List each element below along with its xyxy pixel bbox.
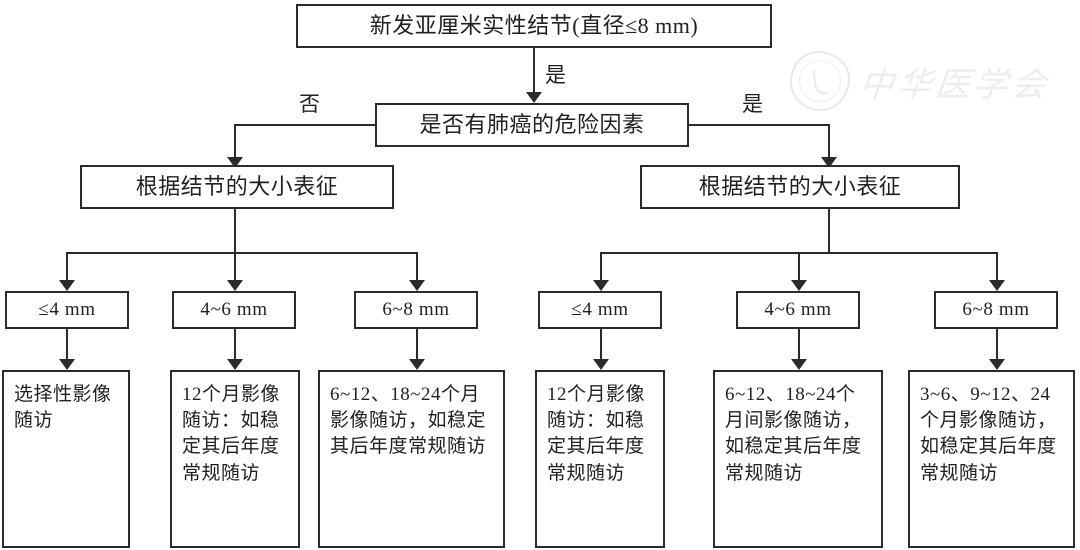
connector-size-to-leaf-2 bbox=[234, 329, 236, 362]
chinese-medical-association-watermark: 中华医学会 bbox=[790, 48, 1080, 114]
node-size-right-4to6mm: 4~6 mm bbox=[736, 291, 860, 329]
arrowhead-right-size-3 bbox=[989, 280, 1005, 291]
seal-icon bbox=[790, 51, 850, 111]
node-size-left-4to6mm: 4~6 mm bbox=[172, 291, 296, 329]
size-label: ≤4 mm bbox=[571, 298, 629, 320]
arrowhead-title-to-decision bbox=[526, 92, 542, 103]
edge-label-top-yes: 是 bbox=[545, 63, 566, 87]
size-label: 6~8 mm bbox=[962, 298, 1030, 320]
connector-right-drop-2 bbox=[798, 252, 800, 283]
arrowhead-right-size-1 bbox=[593, 280, 609, 291]
watermark-text: 中华医学会 bbox=[857, 66, 1052, 104]
connector-left-branch-stem bbox=[234, 209, 236, 253]
followup-text: 12个月影像随访：如稳定其后年度常规随访 bbox=[547, 384, 646, 484]
arrowhead-leaf-5 bbox=[791, 359, 807, 370]
followup-text: 12个月影像随访：如稳定其后年度常规随访 bbox=[182, 384, 281, 484]
node-lung-cancer-risk-factor-decision: 是否有肺癌的危险因素 bbox=[375, 103, 689, 147]
node-right-size-assessment: 根据结节的大小表征 bbox=[640, 165, 960, 209]
arrowhead-leaf-6 bbox=[989, 359, 1005, 370]
connector-left-drop-1 bbox=[66, 252, 68, 283]
node-size-left-6to8mm: 6~8 mm bbox=[354, 291, 478, 329]
node-followup-right-le4mm: 12个月影像随访：如稳定其后年度常规随访 bbox=[535, 370, 665, 548]
arrowhead-leaf-1 bbox=[59, 359, 75, 370]
node-followup-left-6to8mm: 6~12、18~24个月影像随访，如稳定其后年度常规随访 bbox=[318, 370, 505, 548]
node-title-text: 新发亚厘米实性结节(直径≤8 mm) bbox=[369, 12, 699, 38]
connector-decision-left-vertical bbox=[234, 124, 236, 160]
connector-size-to-leaf-3 bbox=[416, 329, 418, 362]
followup-text: 3~6、9~12、24个月影像随访，如稳定其后年度常规随访 bbox=[920, 384, 1057, 484]
followup-text: 选择性影像随访 bbox=[14, 384, 112, 432]
left-branch-text: 根据结节的大小表征 bbox=[135, 173, 339, 199]
size-label: 4~6 mm bbox=[764, 298, 832, 320]
node-size-right-6to8mm: 6~8 mm bbox=[934, 291, 1058, 329]
edge-label-right-yes: 是 bbox=[742, 92, 763, 116]
connector-size-to-leaf-4 bbox=[600, 329, 602, 362]
arrowhead-leaf-3 bbox=[409, 359, 425, 370]
arrowhead-leaf-4 bbox=[593, 359, 609, 370]
node-followup-right-4to6mm: 6~12、18~24个月间影像随访，如稳定其后年度常规随访 bbox=[713, 370, 883, 548]
arrowhead-left-branch bbox=[227, 157, 243, 168]
arrowhead-left-size-1 bbox=[59, 280, 75, 291]
right-branch-text: 根据结节的大小表征 bbox=[698, 173, 902, 199]
connector-size-to-leaf-5 bbox=[798, 329, 800, 362]
node-size-right-le4mm: ≤4 mm bbox=[538, 291, 662, 329]
node-new-subcentimeter-solid-nodule: 新发亚厘米实性结节(直径≤8 mm) bbox=[296, 4, 772, 48]
connector-left-drop-2 bbox=[234, 252, 236, 283]
arrowhead-right-size-2 bbox=[791, 280, 807, 291]
arrowhead-left-size-3 bbox=[409, 280, 425, 291]
arrowhead-right-branch bbox=[821, 157, 837, 168]
connector-size-to-leaf-6 bbox=[996, 329, 998, 362]
arrowhead-leaf-2 bbox=[227, 359, 243, 370]
node-size-left-le4mm: ≤4 mm bbox=[5, 291, 129, 329]
edge-label-left-no: 否 bbox=[299, 92, 320, 116]
followup-text: 6~12、18~24个月影像随访，如稳定其后年度常规随访 bbox=[330, 384, 487, 458]
connector-left-distribution-bar bbox=[66, 252, 418, 254]
node-left-size-assessment: 根据结节的大小表征 bbox=[80, 165, 394, 209]
connector-left-drop-3 bbox=[416, 252, 418, 283]
arrowhead-left-size-2 bbox=[227, 280, 243, 291]
node-followup-left-4to6mm: 12个月影像随访：如稳定其后年度常规随访 bbox=[170, 370, 300, 548]
node-followup-left-le4mm: 选择性影像随访 bbox=[2, 370, 130, 548]
node-followup-right-6to8mm: 3~6、9~12、24个月影像随访，如稳定其后年度常规随访 bbox=[908, 370, 1075, 548]
connector-right-branch-stem bbox=[828, 209, 830, 253]
connector-right-drop-3 bbox=[996, 252, 998, 283]
connector-size-to-leaf-1 bbox=[66, 329, 68, 362]
connector-decision-right-horizontal bbox=[687, 124, 830, 126]
size-label: 4~6 mm bbox=[200, 298, 268, 320]
connector-title-to-decision bbox=[533, 48, 535, 94]
decision-text: 是否有肺癌的危险因素 bbox=[419, 111, 645, 137]
connector-decision-right-vertical bbox=[828, 124, 830, 160]
connector-right-drop-1 bbox=[600, 252, 602, 283]
followup-text: 6~12、18~24个月间影像随访，如稳定其后年度常规随访 bbox=[725, 384, 862, 484]
size-label: ≤4 mm bbox=[38, 298, 96, 320]
size-label: 6~8 mm bbox=[382, 298, 450, 320]
connector-decision-left-horizontal bbox=[234, 124, 377, 126]
